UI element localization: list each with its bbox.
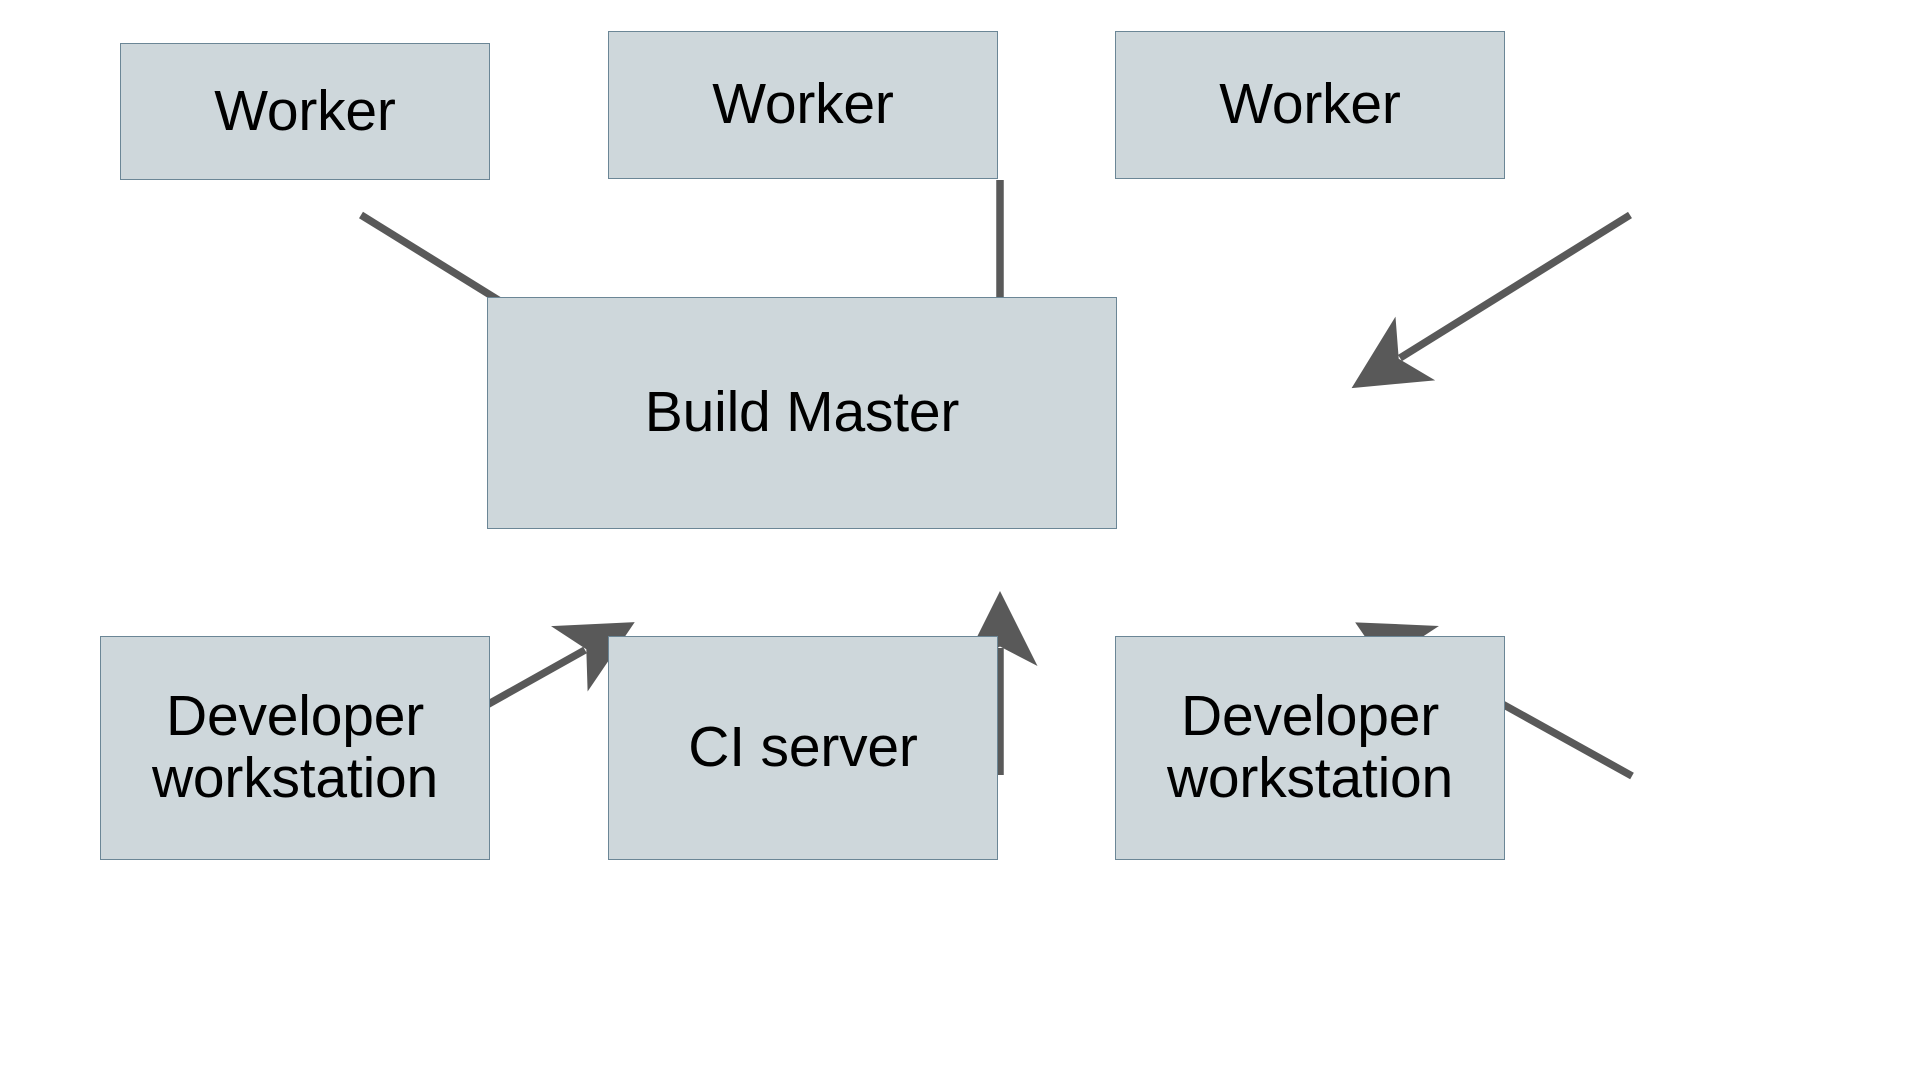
node-developer-workstation-2-label: Developer workstation [1166,684,1454,810]
node-build-master-label: Build Master [644,380,960,445]
node-worker-1[interactable]: Worker [120,43,490,180]
node-worker-2[interactable]: Worker [608,31,998,179]
node-worker-2-label: Worker [712,72,894,137]
edge-worker-3-to-build-master [1351,211,1632,389]
node-developer-workstation-1[interactable]: Developer workstation [100,636,490,860]
node-worker-1-label: Worker [214,78,396,143]
node-worker-3-label: Worker [1219,72,1401,137]
node-ci-server[interactable]: CI server [608,636,998,860]
node-developer-workstation-2[interactable]: Developer workstation [1115,636,1505,860]
node-developer-workstation-1-label: Developer workstation [151,684,439,810]
node-ci-server-label: CI server [688,715,918,780]
node-build-master[interactable]: Build Master [487,297,1117,529]
node-worker-3[interactable]: Worker [1115,31,1505,179]
